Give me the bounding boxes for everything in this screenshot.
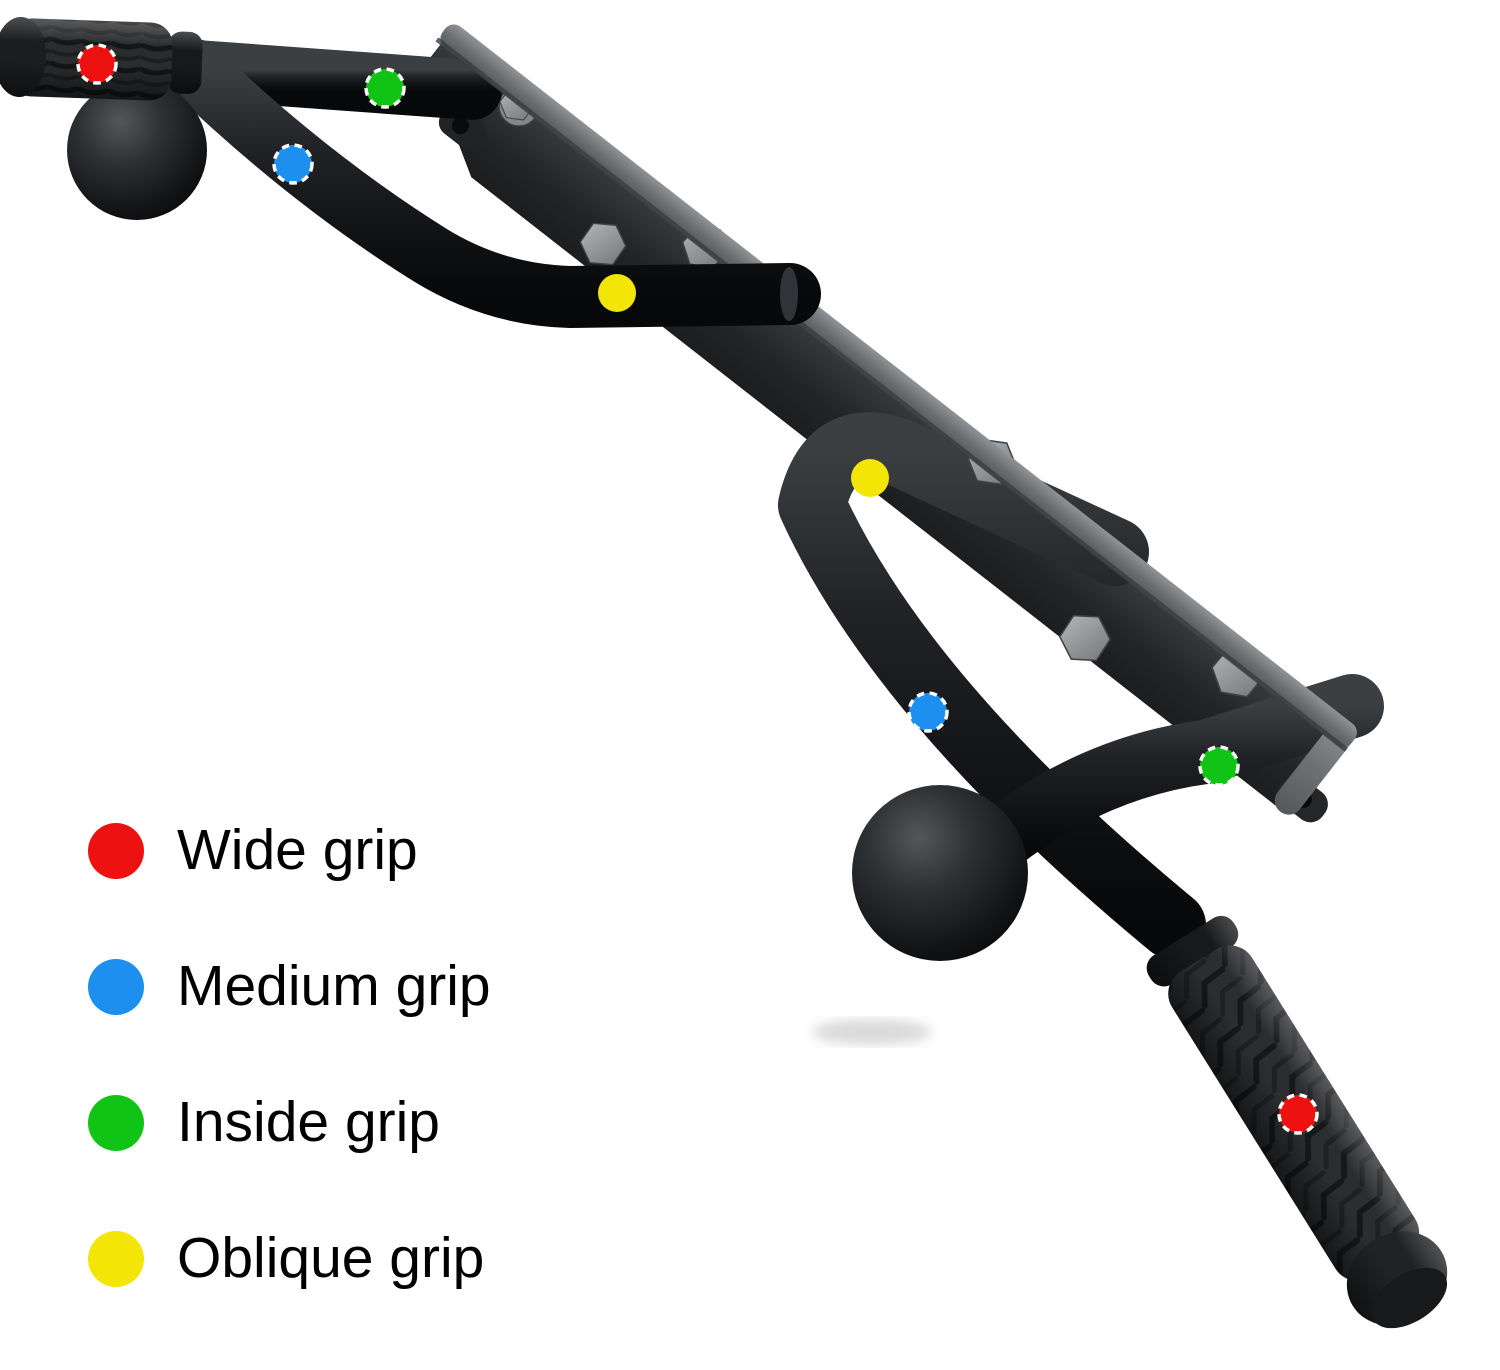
legend-row-medium-grip: Medium grip <box>88 958 491 1015</box>
grip-dot-oblique-left <box>598 274 636 312</box>
legend-label: Oblique grip <box>177 1226 485 1290</box>
legend-dot-yellow <box>88 1230 144 1287</box>
upper-handle-loop <box>164 39 821 328</box>
legend-dot-blue <box>88 958 144 1015</box>
ball-shadow <box>812 1019 932 1045</box>
left-ball-knob <box>67 80 207 220</box>
tube-end-face <box>780 267 798 321</box>
grip-dot-wide-left <box>76 43 118 85</box>
legend: Wide grip Medium grip Inside grip Obliqu… <box>88 822 491 1366</box>
legend-row-inside-grip: Inside grip <box>88 1094 491 1151</box>
right-grip-end-cap <box>1371 1267 1448 1329</box>
grip-dot-wide-right <box>1277 1093 1319 1135</box>
legend-label: Medium grip <box>177 954 491 1018</box>
grip-dot-oblique-right <box>851 459 889 497</box>
legend-row-oblique-grip: Oblique grip <box>88 1230 491 1287</box>
legend-dot-green <box>88 1094 144 1151</box>
grip-position-dots <box>76 43 1319 1135</box>
right-ball-knob <box>852 785 1028 961</box>
grip-dot-inside-left <box>364 67 406 109</box>
legend-label: Inside grip <box>177 1090 440 1154</box>
mounting-plate-lip <box>435 24 1357 815</box>
grip-dot-medium-right <box>907 691 949 733</box>
grip-dot-medium-left <box>272 143 314 185</box>
legend-label: Wide grip <box>177 818 418 882</box>
legend-dot-red <box>88 822 144 879</box>
legend-row-wide-grip: Wide grip <box>88 822 491 879</box>
grip-dot-inside-right <box>1198 745 1240 787</box>
